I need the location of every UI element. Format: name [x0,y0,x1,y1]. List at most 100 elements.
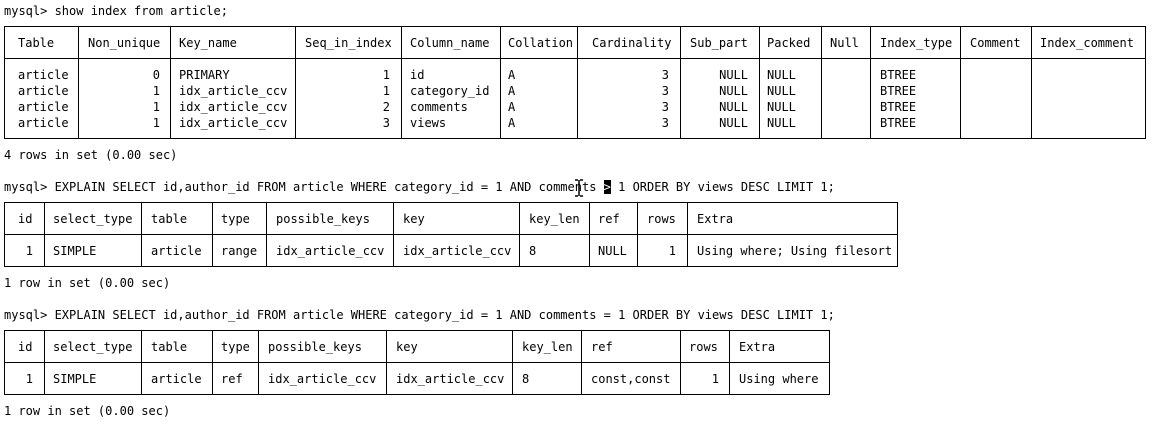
table-cell: BTREE [880,100,917,114]
table-cell: A [508,68,516,82]
table-cell: article [18,84,69,98]
table-cell: article [18,68,69,82]
table-cell: SIMPLE [53,372,97,386]
table-cell: NULL [767,68,796,82]
column-header: Extra [697,212,734,226]
table-border [4,394,830,395]
column-header: Cardinality [592,36,672,50]
column-divider [141,202,142,266]
table-cell: 1 [711,372,719,386]
column-header: table [151,212,188,226]
column-divider [960,26,961,138]
table-cell: idx_article_ccv [403,244,512,258]
column-divider [687,202,688,266]
column-divider [821,26,822,138]
column-header: type [221,340,250,354]
table-cell: 3 [661,116,669,130]
table-border [4,58,1146,59]
column-header: rows [689,340,718,354]
table-cell: comments [410,100,468,114]
column-divider [4,330,5,394]
table-border [4,362,830,363]
table-cell: 1 [382,84,390,98]
table-cell: SIMPLE [53,244,97,258]
column-divider [500,26,501,138]
column-divider [680,330,681,394]
column-divider [266,202,267,266]
table-cell: NULL [719,100,748,114]
column-divider [386,330,387,394]
column-header: select_type [53,212,133,226]
column-header: Comment [970,36,1021,50]
column-header: Key_name [179,36,237,50]
result-summary: 1 row in set (0.00 sec) [4,404,171,418]
table-border [4,266,898,267]
column-divider [637,202,638,266]
table-cell: A [508,84,516,98]
column-header: key [403,212,425,226]
column-divider [829,330,830,394]
table-cell: Using where; Using filesort [697,244,893,258]
table-cell: 1 [152,100,160,114]
table-cell: NULL [598,244,627,258]
command-line[interactable]: mysql> EXPLAIN SELECT id,author_id FROM … [4,180,835,194]
column-divider [295,26,296,138]
column-divider [170,26,171,138]
column-divider [212,202,213,266]
table-cell: NULL [719,84,748,98]
column-header: rows [647,212,676,226]
column-header: possible_keys [268,340,362,354]
column-divider [897,202,898,266]
column-divider [870,26,871,138]
column-divider [44,330,45,394]
column-header: Seq_in_index [305,36,392,50]
column-divider [4,26,5,138]
table-cell: 1 [668,244,676,258]
column-divider [258,330,259,394]
table-cell: 3 [382,116,390,130]
table-cell: id [410,68,425,82]
table-cell: NULL [767,100,796,114]
table-cell: const,const [591,372,671,386]
table-cell: NULL [719,68,748,82]
column-divider [680,26,681,138]
table-cell: idx_article_ccv [276,244,385,258]
column-header: id [18,212,33,226]
column-header: table [151,340,188,354]
table-border [4,26,1146,27]
table-cell: range [221,244,258,258]
column-divider [519,202,520,266]
table-cell: 1 [25,244,33,258]
table-cell: NULL [767,116,796,130]
column-header: id [18,340,33,354]
column-divider [78,26,79,138]
column-divider [44,202,45,266]
table-cell: 3 [661,84,669,98]
table-cell: A [508,100,516,114]
column-header: Non_unique [88,36,161,50]
column-divider [212,330,213,394]
table-cell: 0 [152,68,160,82]
selected-text[interactable]: > [603,180,611,194]
table-cell: NULL [719,116,748,130]
command-line: mysql> show index from article; [4,4,228,18]
column-header: Extra [739,340,776,354]
column-divider [393,202,394,266]
column-header: key [396,340,418,354]
table-cell: BTREE [880,68,917,82]
table-cell: 8 [529,244,537,258]
column-divider [759,26,760,138]
table-cell: article [151,372,202,386]
table-cell: idx_article_ccv [268,372,377,386]
table-cell: 3 [661,100,669,114]
column-divider [141,330,142,394]
column-divider [589,202,590,266]
column-header: Index_comment [1040,36,1134,50]
table-cell: Using where [739,372,819,386]
column-header: Index_type [880,36,953,50]
table-cell: PRIMARY [179,68,230,82]
column-header: select_type [53,340,133,354]
table-cell: idx_article_ccv [179,84,288,98]
table-cell: NULL [767,84,796,98]
